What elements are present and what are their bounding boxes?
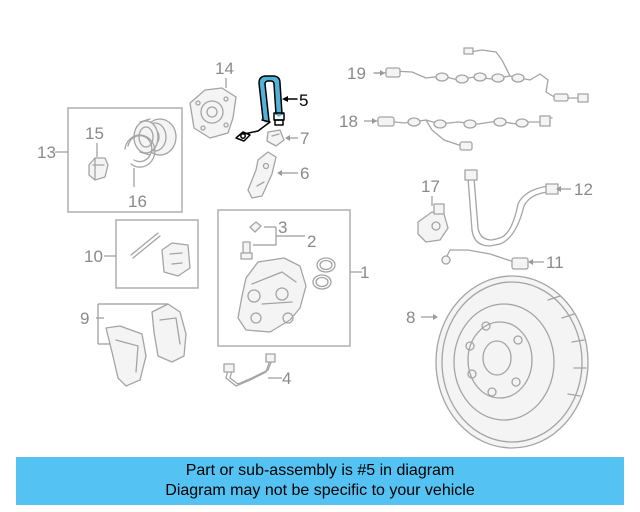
brake-rotor	[435, 275, 589, 449]
callout-18: 18	[339, 112, 358, 131]
callout-8: 8	[406, 308, 415, 327]
caption-line-1: Part or sub-assembly is #5 in diagram	[185, 462, 455, 479]
wheel-bearing	[133, 118, 177, 156]
callout-16: 16	[128, 192, 147, 211]
callout-2: 2	[307, 232, 316, 251]
callout-17: 17	[421, 177, 440, 196]
callout-19: 19	[347, 64, 366, 83]
callout-9: 9	[80, 309, 89, 328]
brake-hose-part-5	[235, 75, 285, 142]
sensor-harness	[441, 249, 529, 270]
wheel-hub-flange	[189, 87, 237, 139]
wear-sensor-18	[373, 115, 553, 151]
hub-nut	[88, 157, 109, 181]
brake-caliper	[237, 257, 307, 333]
bleeder-screw	[240, 241, 253, 260]
snap-ring	[124, 134, 156, 168]
callout-7: 7	[300, 129, 309, 148]
hose-bracket	[247, 151, 277, 199]
abs-sensor-hose	[464, 169, 559, 247]
piston-seals	[312, 257, 336, 290]
callout-10: 10	[84, 247, 103, 266]
callout-11: 11	[546, 253, 564, 272]
callout-4: 4	[282, 369, 291, 388]
callout-14: 14	[215, 59, 234, 78]
callout-6: 6	[300, 164, 309, 183]
callout-15: 15	[85, 124, 104, 143]
pad-spring-clip	[161, 242, 191, 277]
hose-clip	[266, 129, 285, 147]
part-caption-banner: Part or sub-assembly is #5 in diagram Di…	[16, 457, 624, 505]
caption-line-2: Diagram may not be specific to your vehi…	[165, 482, 475, 499]
hub-group-box	[67, 107, 183, 213]
parts-diagram: 1 2 3 4 5 6 7 8 9 10 11 12 13 14 15 16 1…	[37, 47, 593, 449]
pad-pins-box	[115, 219, 199, 289]
callout-12: 12	[574, 180, 593, 199]
abs-sensor	[417, 203, 449, 243]
pad-retaining-pin	[130, 232, 161, 259]
callout-3: 3	[278, 218, 287, 237]
brake-pad-inner	[105, 325, 147, 387]
brake-pad-outer	[151, 303, 187, 363]
bleeder-screw-small	[249, 221, 262, 233]
brake-line	[223, 353, 276, 387]
wear-sensor-19	[373, 47, 589, 103]
callout-1: 1	[360, 263, 369, 282]
callout-13: 13	[37, 143, 56, 162]
callout-5: 5	[299, 91, 308, 110]
caliper-box	[217, 209, 351, 347]
